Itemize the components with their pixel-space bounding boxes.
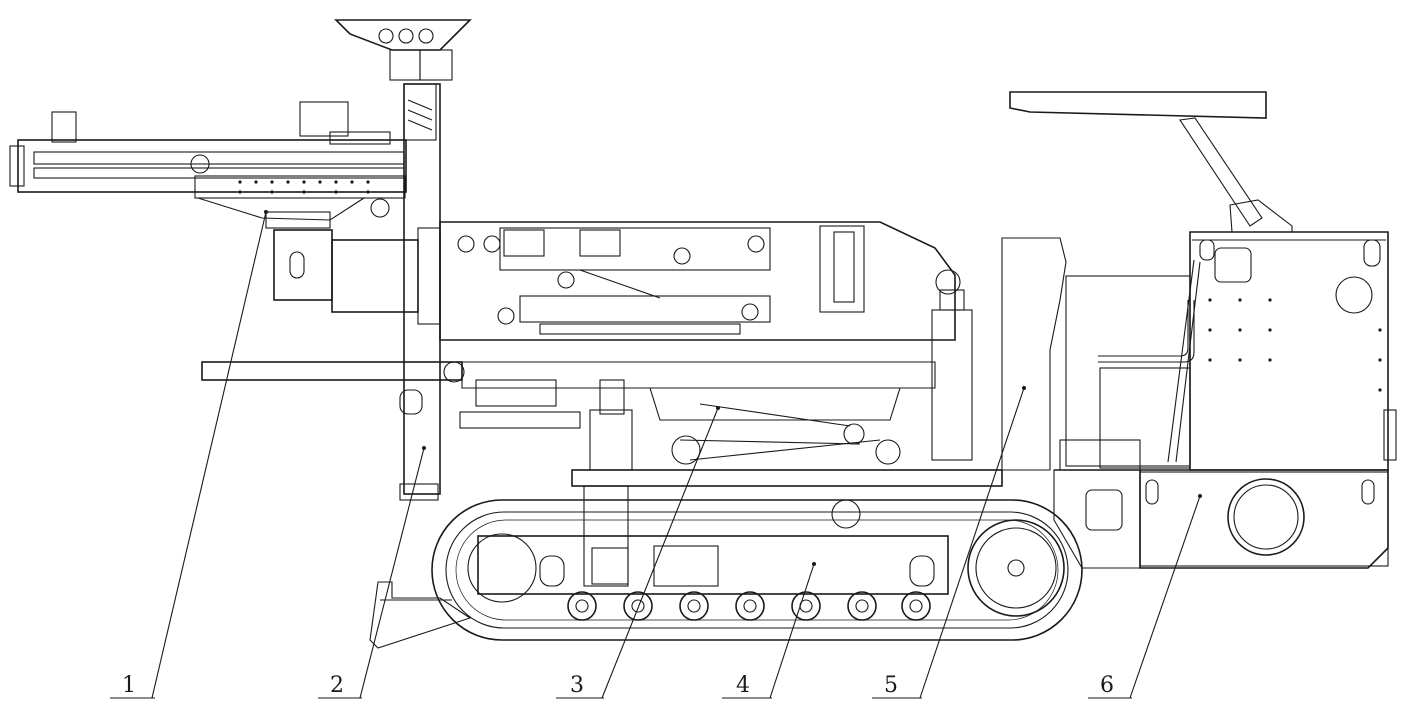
front-stabilizer — [369, 581, 472, 649]
callout-label-1: 1 — [122, 673, 136, 698]
callout-label-3: 3 — [570, 673, 584, 698]
cab-body — [1167, 231, 1397, 471]
rotary-motor — [273, 227, 441, 325]
lower-slide-bar — [201, 361, 936, 429]
seat-console — [1001, 237, 1195, 471]
vertical-mast — [334, 19, 472, 501]
main-boom — [439, 221, 961, 341]
crawler-track — [431, 499, 1083, 641]
rear-body — [1053, 469, 1389, 569]
operator-canopy — [1009, 91, 1293, 233]
callout-label-6: 6 — [1100, 673, 1114, 698]
road-wheels — [567, 591, 931, 621]
support-linkage — [571, 289, 1003, 587]
callout-label-4: 4 — [736, 673, 750, 698]
callout-leaders — [110, 210, 1202, 699]
callout-label-5: 5 — [884, 673, 898, 698]
callout-label-2: 2 — [330, 673, 344, 698]
drill-feed-rail — [9, 101, 407, 229]
